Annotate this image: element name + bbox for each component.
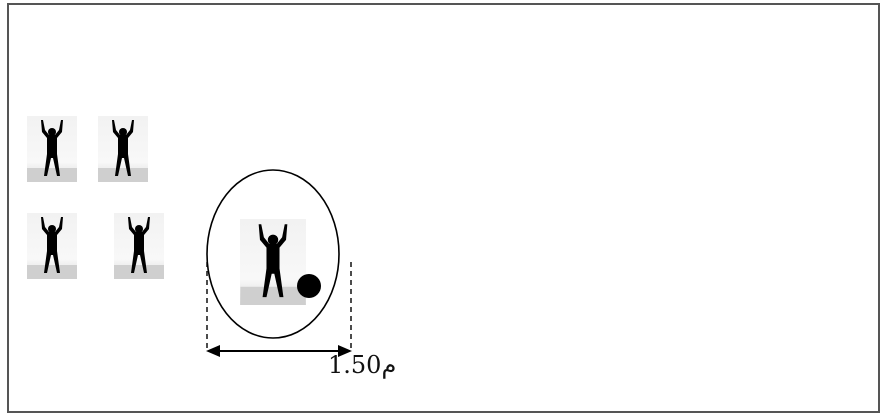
ball-icon [297,274,321,298]
player-photo-4 [114,213,164,279]
player-photo-1 [27,116,77,182]
player-silhouette-icon [27,217,77,279]
play-circle [206,169,340,339]
player-photo-2 [98,116,148,182]
diagram-frame [7,3,880,413]
player-silhouette-icon [98,120,148,182]
player-silhouette-icon [27,120,77,182]
double-arrow-icon [206,345,352,357]
player-photo-center [240,219,306,305]
player-photo-3 [27,213,77,279]
player-silhouette-icon [114,217,164,279]
distance-label: 1.50م [328,351,397,379]
player-silhouette-icon [240,224,306,305]
